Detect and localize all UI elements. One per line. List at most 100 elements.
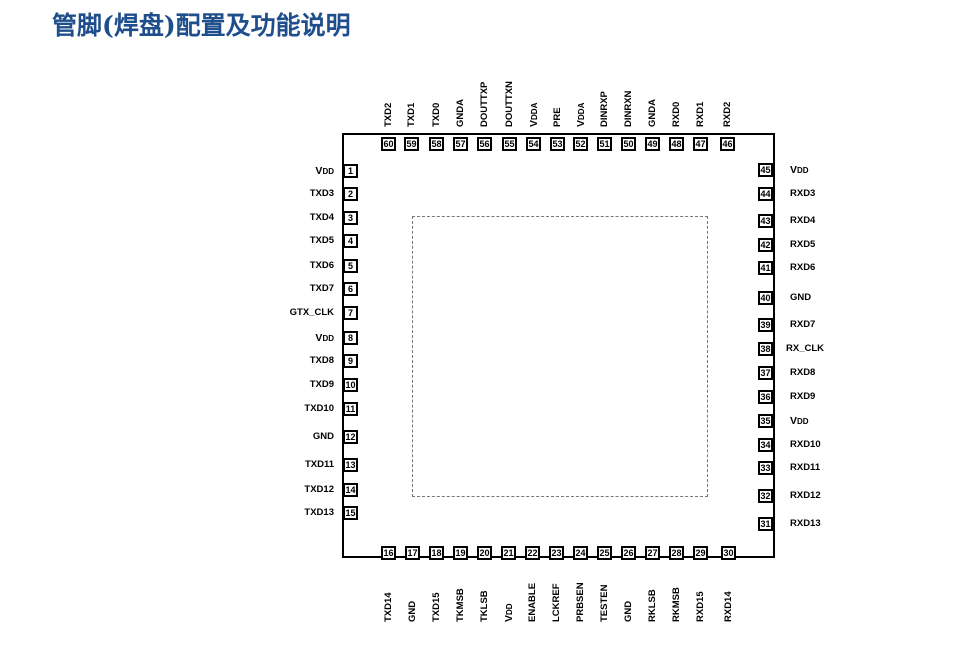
pin-label: GNDA <box>647 99 658 127</box>
pin-box: 43 <box>758 214 773 228</box>
pin-label: RXD5 <box>790 239 816 250</box>
pin-box: 29 <box>693 546 708 560</box>
pin-label: RXD10 <box>790 439 821 450</box>
pin-label: VDD <box>315 165 334 177</box>
pin-box: 39 <box>758 318 773 332</box>
pin-box: 2 <box>343 187 358 201</box>
pin-box: 28 <box>669 546 684 560</box>
pin-box: 42 <box>758 238 773 252</box>
pin-label: VDD <box>503 603 515 622</box>
pin-box: 37 <box>758 366 773 380</box>
pin-box: 45 <box>758 163 773 177</box>
pin-box: 16 <box>381 546 396 560</box>
pin-label: TXD12 <box>304 484 334 495</box>
pin-box: 20 <box>477 546 492 560</box>
pin-label: RKMSB <box>671 587 682 622</box>
pin-label: DINRXP <box>599 91 610 127</box>
pin-label: LCKREF <box>551 583 562 622</box>
pin-label: GTX_CLK <box>289 307 334 318</box>
pin-label: RXD4 <box>790 215 816 226</box>
pin-label: TXD0 <box>431 102 442 127</box>
pin-box: 7 <box>343 306 358 320</box>
pin-box: 47 <box>693 137 708 151</box>
pin-label: GND <box>623 600 634 622</box>
pin-box: 1 <box>343 164 358 178</box>
pin-box: 10 <box>343 378 358 392</box>
pin-label: RX_CLK <box>786 343 825 354</box>
pin-box: 24 <box>573 546 588 560</box>
pin-label: TKLSB <box>479 590 490 622</box>
pin-label: TXD5 <box>309 235 334 246</box>
pin-box: 22 <box>525 546 540 560</box>
pin-box: 57 <box>453 137 468 151</box>
pin-label: RKLSB <box>647 589 658 622</box>
pin-box: 15 <box>343 506 358 520</box>
pin-box: 6 <box>343 282 358 296</box>
pin-box: 27 <box>645 546 660 560</box>
pin-label: ENABLE <box>527 582 538 622</box>
pin-label: DOUTTXP <box>479 81 490 127</box>
pin-box: 35 <box>758 414 773 428</box>
pin-box: 40 <box>758 291 773 305</box>
pin-label: TXD8 <box>309 355 334 366</box>
pin-box: 31 <box>758 517 773 531</box>
pin-label: VDD <box>790 164 809 176</box>
pin-label: RXD7 <box>790 319 816 330</box>
pin-label: RXD2 <box>722 101 733 127</box>
pin-label: TXD4 <box>309 212 334 223</box>
pin-box: 13 <box>343 458 358 472</box>
pin-label: TESTEN <box>599 584 610 622</box>
pin-box: 34 <box>758 438 773 452</box>
pin-box: 52 <box>573 137 588 151</box>
pin-label: TXD15 <box>431 592 442 622</box>
pin-label: RXD14 <box>723 591 734 622</box>
pin-box: 26 <box>621 546 636 560</box>
pin-label: RXD15 <box>695 591 706 622</box>
pin-box: 49 <box>645 137 660 151</box>
pin-box: 48 <box>669 137 684 151</box>
pin-box: 36 <box>758 390 773 404</box>
pin-label: RXD12 <box>790 490 821 501</box>
pin-label: TXD9 <box>309 379 334 390</box>
pin-label: PRE <box>552 107 563 127</box>
pin-label: TXD10 <box>304 403 334 414</box>
pin-box: 9 <box>343 354 358 368</box>
pin-box: 11 <box>343 402 358 416</box>
pin-box: 41 <box>758 261 773 275</box>
pin-label: GND <box>407 600 418 622</box>
pin-label: RXD3 <box>790 188 816 199</box>
pin-label: DOUTTXN <box>504 81 515 127</box>
pin-label: PRBSEN <box>575 582 586 622</box>
pin-label: TXD1 <box>406 102 417 127</box>
pin-label: TXD3 <box>309 188 334 199</box>
pin-label: GND <box>790 292 812 303</box>
pin-box: 3 <box>343 211 358 225</box>
pin-label: RXD9 <box>790 391 816 402</box>
pin-label: TXD7 <box>309 283 334 294</box>
pin-label: VDD <box>315 332 334 344</box>
pin-label: RXD11 <box>790 462 821 473</box>
pin-label: RXD0 <box>671 101 682 127</box>
pin-box: 8 <box>343 331 358 345</box>
pin-label: TKMSB <box>455 588 466 622</box>
pin-box: 14 <box>343 483 358 497</box>
pin-box: 58 <box>429 137 444 151</box>
pin-box: 17 <box>405 546 420 560</box>
pin-box: 30 <box>721 546 736 560</box>
pin-label: TXD14 <box>383 592 394 622</box>
pin-box: 4 <box>343 234 358 248</box>
pin-label: VDDA <box>575 102 587 127</box>
pin-box: 51 <box>597 137 612 151</box>
pin-label: RXD13 <box>790 518 821 529</box>
pin-box: 18 <box>429 546 444 560</box>
pin-box: 53 <box>550 137 565 151</box>
pin-label: TXD13 <box>304 507 334 518</box>
pin-box: 60 <box>381 137 396 151</box>
pin-label: VDDA <box>528 102 540 127</box>
pin-box: 5 <box>343 259 358 273</box>
pin-box: 23 <box>549 546 564 560</box>
pin-box: 55 <box>502 137 517 151</box>
pin-box: 54 <box>526 137 541 151</box>
pin-label: RXD8 <box>790 367 816 378</box>
pin-label: RXD6 <box>790 262 816 273</box>
